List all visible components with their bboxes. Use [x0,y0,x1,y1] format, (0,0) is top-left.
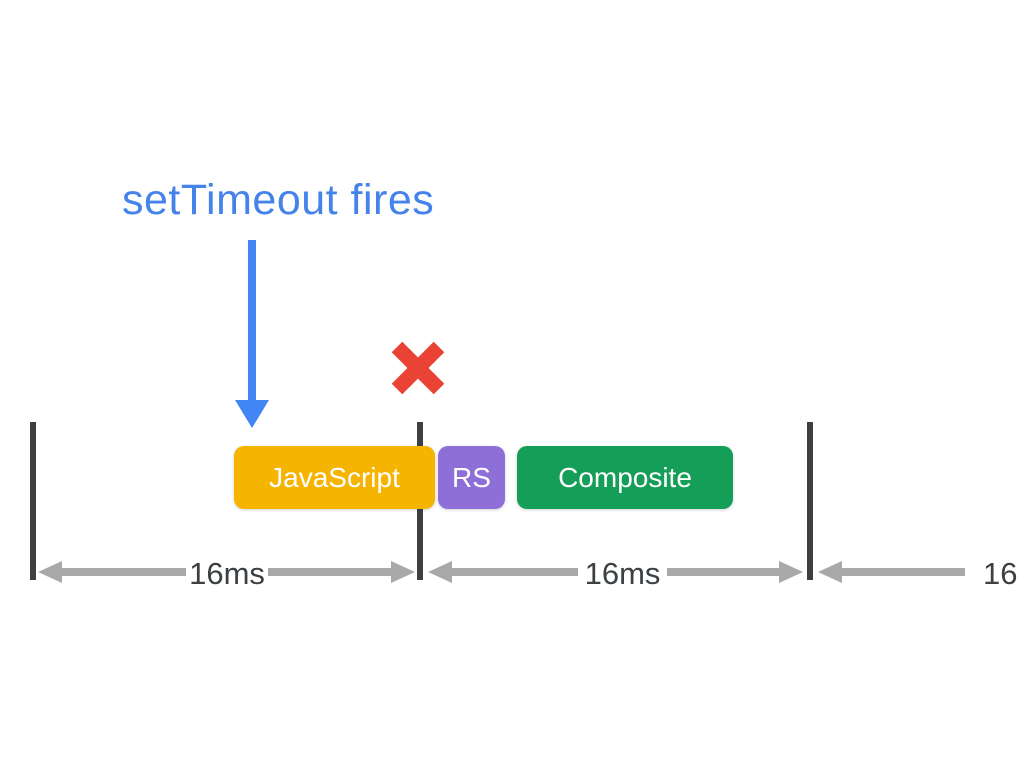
interval-shaft [268,568,391,576]
interval-shaft [62,568,186,576]
interval-label-clipped: 16 [983,558,1024,585]
frame-boundary-bar [807,422,813,580]
task-javascript: JavaScript [234,446,435,509]
arrow-left-icon [428,561,452,583]
annotation-title: setTimeout fires [122,176,435,224]
arrow-left-icon [818,561,842,583]
interval-shaft [667,568,779,576]
interval-label: 16 [983,558,1018,585]
interval-shaft [452,568,578,576]
arrow-right-icon [779,561,803,583]
interval-label: 16ms [584,556,661,591]
frame-boundary-bar [30,422,36,580]
down-arrow-icon [235,240,269,428]
arrow-right-icon [391,561,415,583]
task-recalc-styles: RS [438,446,505,509]
red-x-icon [391,341,445,395]
arrow-left-icon [38,561,62,583]
task-composite: Composite [517,446,733,509]
interval-shaft [842,568,965,576]
interval-label: 16ms [189,556,265,591]
